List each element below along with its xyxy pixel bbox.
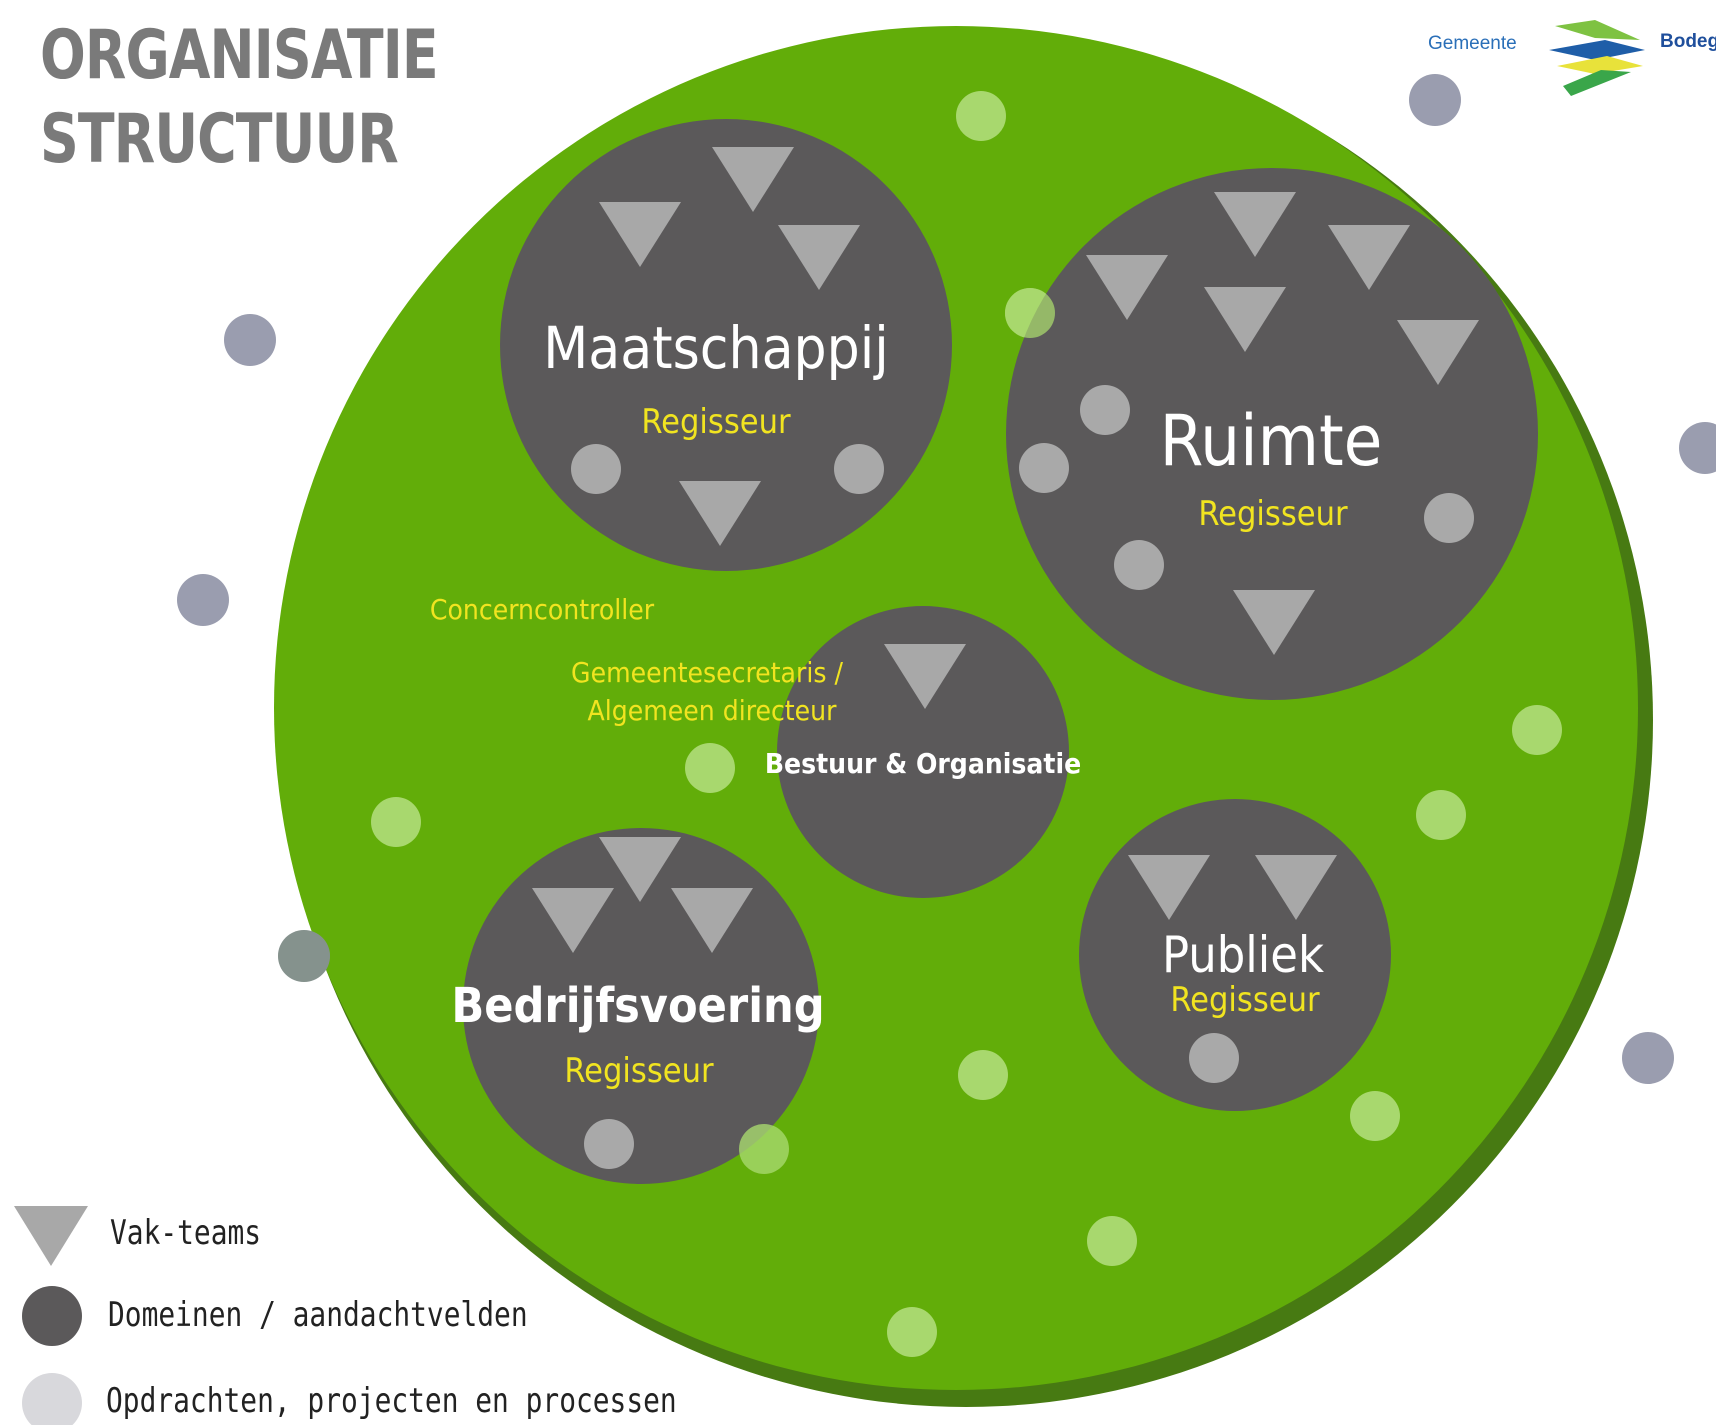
external-dot-overlap <box>278 930 330 982</box>
legend-triangle-icon <box>14 1206 88 1266</box>
project-dot <box>958 1050 1008 1100</box>
project-dot <box>1512 705 1562 755</box>
project-dot <box>571 444 621 494</box>
logo-flag-icon <box>1549 20 1645 96</box>
project-dot <box>371 797 421 847</box>
role-concerncontroller: Concerncontroller <box>430 593 655 626</box>
domain-label-ruimte: Ruimte <box>1160 400 1383 482</box>
role-secretaris-line2: Algemeen directeur <box>587 694 837 727</box>
vakteam-triangles <box>532 147 1479 953</box>
domain-label-maatschappij: Maatschappij <box>543 314 889 382</box>
domain-role-ruimte: Regisseur <box>1198 494 1348 534</box>
domain-role-maatschappij: Regisseur <box>641 402 791 442</box>
legend-project-icon <box>22 1373 82 1425</box>
legend-opdrachten: Opdrachten, projecten en processen <box>106 1381 677 1421</box>
vakteam-triangle <box>1086 255 1168 320</box>
vakteam-triangle <box>599 202 681 267</box>
project-dots-domain <box>571 385 1474 1169</box>
domain-circle-bestuur <box>777 606 1069 898</box>
vakteam-triangle <box>884 644 966 709</box>
external-dot <box>177 574 229 626</box>
vakteam-triangle <box>1204 287 1286 352</box>
domain-label-bestuur: Bestuur & Organisatie <box>765 747 1081 780</box>
external-dot <box>1679 422 1716 474</box>
project-dot <box>685 743 735 793</box>
vakteam-triangle <box>1214 192 1296 257</box>
project-dot <box>1189 1033 1239 1083</box>
gemeente-logo: Gemeente Bodeg <box>1420 10 1716 100</box>
project-dot <box>1114 540 1164 590</box>
vakteam-triangle <box>778 225 860 290</box>
title-line-1: ORGANISATIE <box>40 16 439 95</box>
vakteam-triangle <box>1397 320 1479 385</box>
role-secretaris-line1: Gemeentesecretaris / <box>571 656 843 689</box>
vakteam-triangle <box>1128 855 1210 920</box>
vakteam-triangle <box>671 888 753 953</box>
external-dot <box>224 314 276 366</box>
external-dot <box>1409 74 1461 126</box>
project-dot <box>834 444 884 494</box>
project-dot-overlap <box>739 1124 789 1174</box>
vakteam-triangle <box>1233 590 1315 655</box>
external-dots <box>177 74 1716 1084</box>
external-dot <box>1622 1032 1674 1084</box>
vakteam-triangle <box>1255 855 1337 920</box>
project-dot <box>1416 790 1466 840</box>
project-dot <box>1424 493 1474 543</box>
legend-vakteams: Vak-teams <box>110 1213 262 1253</box>
vakteam-triangle <box>679 481 761 546</box>
domain-role-publiek: Regisseur <box>1170 980 1320 1020</box>
domain-label-publiek: Publiek <box>1162 926 1324 984</box>
project-dot <box>956 91 1006 141</box>
project-dot <box>1080 385 1130 435</box>
domain-label-bedrijfsvoering: Bedrijfsvoering <box>451 978 824 1034</box>
vakteam-triangle <box>712 147 794 212</box>
page-title: ORGANISATIE STRUCTUUR <box>40 14 439 182</box>
project-dot <box>1350 1091 1400 1141</box>
external-dot <box>278 930 330 982</box>
project-dot <box>1019 443 1069 493</box>
logo-prefix: Gemeente <box>1428 33 1517 54</box>
vakteam-triangle <box>1328 225 1410 290</box>
legend-domain-icon <box>22 1286 82 1346</box>
domain-role-bedrijfsvoering: Regisseur <box>564 1051 714 1091</box>
project-dot-overlap <box>1005 288 1055 338</box>
legend-domeinen: Domeinen / aandachtvelden <box>108 1295 528 1335</box>
project-dot <box>1087 1216 1137 1266</box>
vakteam-triangle <box>532 888 614 953</box>
project-dot <box>887 1307 937 1357</box>
project-dot <box>584 1119 634 1169</box>
vakteam-triangle <box>599 837 681 902</box>
title-line-2: STRUCTUUR <box>40 100 399 179</box>
logo-name: Bodeg <box>1660 31 1716 52</box>
